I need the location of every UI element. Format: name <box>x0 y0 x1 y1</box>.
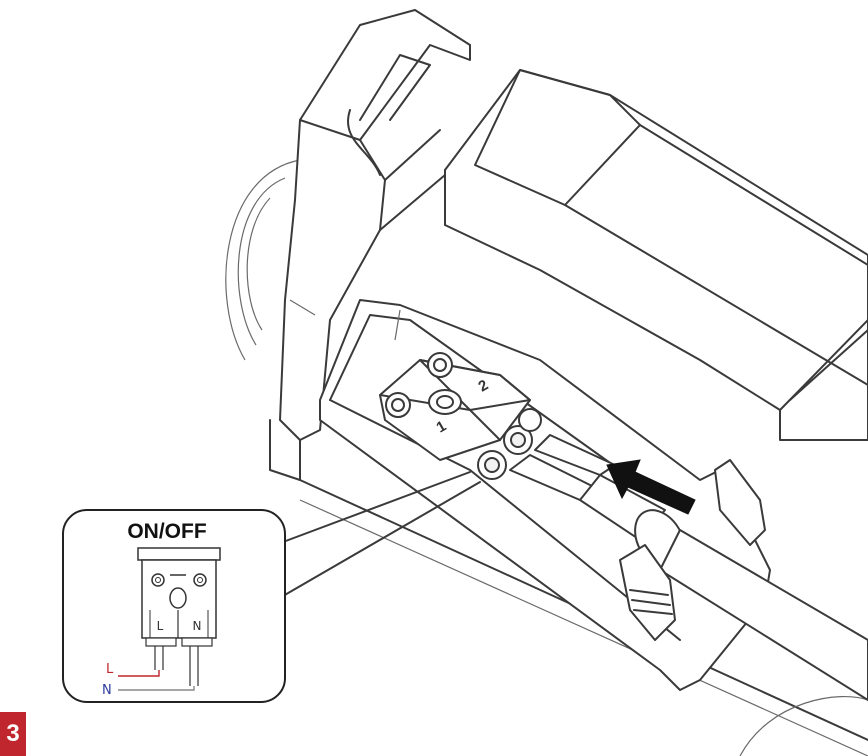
wire-label-l: L <box>106 662 114 677</box>
hinged-cover <box>269 9 471 481</box>
switch-terminal-block: L N <box>137 547 221 686</box>
step-number-badge: 3 <box>0 712 26 756</box>
power-cable <box>509 434 868 701</box>
terminal-label-n: N <box>193 619 202 633</box>
luminaire-housing <box>299 69 868 756</box>
inset-title: ON/OFF <box>127 520 206 543</box>
terminal-block: 1 2 <box>379 352 542 480</box>
wire-l: L <box>106 662 160 677</box>
callout-leader-lines <box>282 471 481 597</box>
lamp-body-end-cap <box>225 159 301 361</box>
cable-clamp <box>619 459 766 641</box>
wire-n: N <box>102 683 195 698</box>
insertion-arrow-icon <box>606 459 696 515</box>
detail-inset: ON/OFF L N L N <box>62 509 286 703</box>
wire-label-n: N <box>102 683 112 698</box>
terminal-label-l: L <box>157 619 164 633</box>
